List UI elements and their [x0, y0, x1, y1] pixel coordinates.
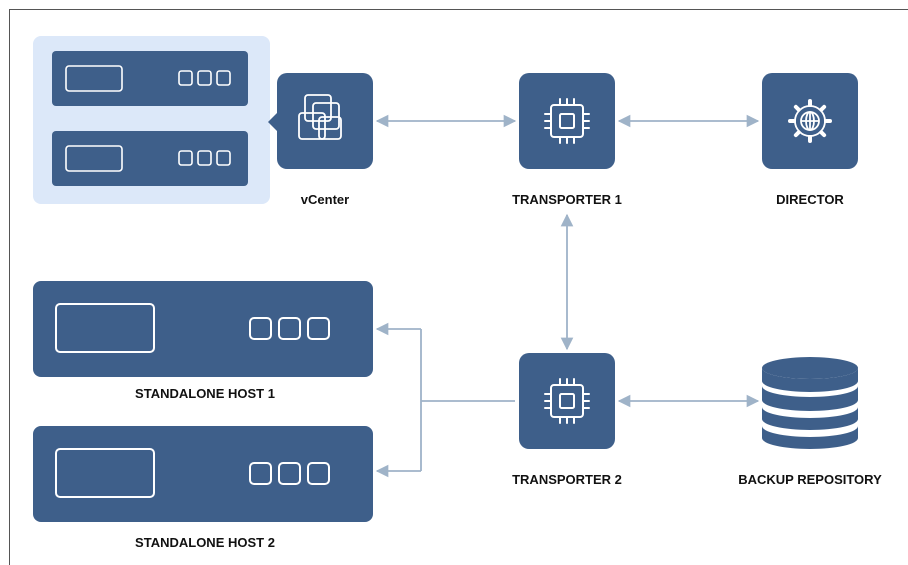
transporter-2-node — [519, 353, 615, 449]
server-rack-icon — [65, 145, 231, 172]
server-rack-icon — [55, 303, 330, 353]
vcenter-label: vCenter — [300, 192, 350, 207]
vcenter-overlapping-squares-icon — [298, 94, 342, 140]
director-node — [762, 73, 858, 169]
diagram-frame — [9, 9, 908, 565]
transporter-1-node — [519, 73, 615, 169]
standalone-host-1-server — [33, 281, 373, 377]
gear-globe-icon — [788, 99, 832, 143]
transporter-2-label: TRANSPORTER 2 — [512, 472, 622, 487]
standalone-host-2-server — [33, 426, 373, 522]
director-label: DIRECTOR — [776, 192, 844, 207]
transporter-1-label: TRANSPORTER 1 — [512, 192, 622, 207]
vcenter-node — [277, 73, 373, 169]
vcenter-host-1-server — [52, 51, 248, 106]
server-rack-icon — [55, 448, 330, 498]
standalone-host-1-label: STANDALONE HOST 1 — [135, 386, 275, 401]
standalone-host-2-label: STANDALONE HOST 2 — [135, 535, 275, 550]
server-rack-icon — [65, 65, 231, 92]
cpu-chip-icon — [544, 378, 590, 424]
vcenter-host-2-server — [52, 131, 248, 186]
cpu-chip-icon — [544, 98, 590, 144]
backup-repository-label: BACKUP REPOSITORY — [738, 472, 882, 487]
